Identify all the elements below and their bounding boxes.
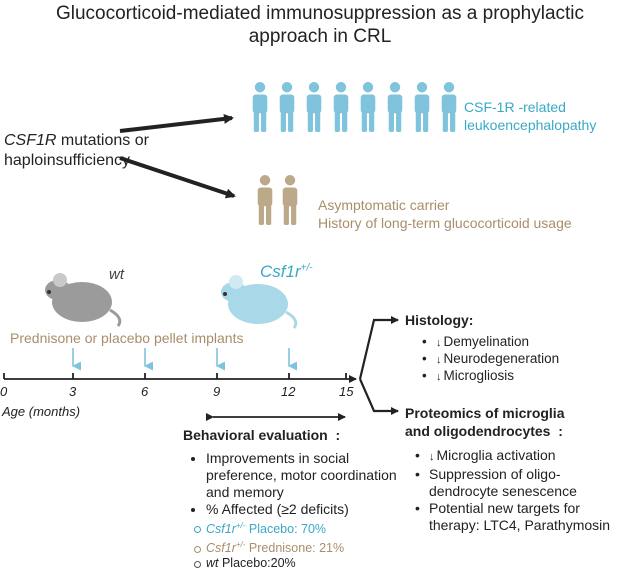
histology-item-1: ↓Demyelination: [422, 334, 559, 351]
proteomics-item-2: Suppression of oligo-dendrocyte senescen…: [415, 466, 615, 500]
branch-arrows: [358, 316, 399, 415]
carrier-label-line2: History of long-term glucocorticoid usag…: [318, 215, 572, 231]
affected-label: CSF-1R -related leukoencephalopathy: [464, 98, 596, 134]
tick-3: 3: [69, 384, 77, 399]
csf1r-mouse-icon: [221, 275, 298, 329]
arrow-to-affected: [119, 113, 234, 133]
carrier-label-line1: Asymptomatic carrier: [318, 197, 450, 213]
behavior-sub-3: wt Placebo:20%: [194, 556, 400, 571]
behavior-heading-text: Behavioral evaluation: [183, 427, 328, 443]
proteomics-item-3: Potential new targets for therapy: LTC4,…: [415, 500, 615, 534]
behavior-sub-1-sup: +/-: [235, 521, 246, 530]
histology-item-2-text: Neurodegeneration: [443, 351, 560, 366]
behavior-list: Improvements in social preference, motor…: [190, 450, 400, 571]
affected-label-line1: CSF-1R -related: [464, 99, 566, 115]
behavior-sub-1-gene: Csf1r: [206, 522, 236, 537]
diagram-title-line2: approach in CRL: [248, 26, 392, 47]
wt-label: wt: [109, 266, 124, 283]
down-arrow-icon: ↓: [436, 337, 442, 349]
behavior-item-1: Improvements in social preference, motor…: [206, 450, 400, 501]
axis-label: Age (months): [2, 404, 81, 419]
proteomics-item-1: ↓Microglia activation: [415, 447, 615, 466]
behavior-sub-2-rest: Prednisone: 21%: [245, 541, 345, 556]
behavior-sub-2: Csf1r+/- Prednisone: 21%: [194, 537, 400, 556]
implant-text: Prednisone or placebo pellet implants: [10, 330, 244, 346]
gene-name: CSF1R: [4, 132, 57, 149]
affected-label-line2: leukoencephalopathy: [464, 117, 597, 133]
behavior-heading: Behavioral evaluation :: [183, 427, 340, 443]
behavior-sub-1-rest: Placebo: 70%: [245, 522, 327, 537]
diagram-title-line1: Glucocorticoid-mediated immunosuppressio…: [55, 3, 585, 24]
arrow-to-carrier: [119, 156, 236, 199]
tick-12: 12: [281, 384, 296, 399]
down-arrow-icon: ↓: [436, 354, 442, 366]
histology-list: ↓Demyelination ↓Neurodegeneration ↓Micro…: [422, 334, 559, 385]
csf1r-label: Csf1r+/-: [260, 262, 313, 282]
proteomics-heading-line2: and oligodendrocytes: [405, 423, 551, 439]
behavior-sub-3-rest: Placebo:20%: [218, 556, 296, 571]
proteomics-heading: Proteomics of microglia and oligodendroc…: [405, 404, 564, 440]
diagram-graphics: [3, 82, 457, 421]
behavior-sub-2-sup: +/-: [235, 540, 246, 550]
tick-9: 9: [213, 384, 221, 399]
carrier-people-icons: [257, 175, 298, 225]
csf1r-label-sup: +/-: [300, 262, 313, 274]
source-text: CSF1R mutations or haploinsufficiency: [4, 131, 149, 171]
carrier-label: Asymptomatic carrier History of long-ter…: [318, 196, 572, 232]
down-arrow-icon: ↓: [436, 371, 442, 383]
behavior-sub-3-gene: wt: [206, 556, 219, 571]
proteomics-list: ↓Microglia activation Suppression of oli…: [415, 447, 615, 534]
proteomics-heading-line1: Proteomics of microglia: [405, 405, 565, 421]
behavior-item-2: % Affected (≥2 deficits): [206, 501, 400, 518]
behavior-heading-colon: :: [335, 427, 341, 443]
affected-people-icons: [252, 82, 457, 132]
behavior-sub-2-gene: Csf1r: [206, 541, 236, 556]
histology-item-3: ↓Microgliosis: [422, 368, 559, 385]
wt-mouse-icon: [45, 273, 122, 327]
tick-6: 6: [141, 384, 149, 399]
tick-15: 15: [339, 384, 354, 399]
proteomics-heading-colon: :: [558, 423, 563, 439]
timeline-axis: [3, 373, 357, 383]
histology-item-2: ↓Neurodegeneration: [422, 351, 559, 368]
source-line1-rest: mutations or: [56, 132, 149, 149]
source-line2: haploinsufficiency: [4, 152, 131, 169]
down-arrow-icon: ↓: [429, 451, 435, 463]
histology-heading: Histology:: [405, 312, 474, 328]
behavior-sub-1: Csf1r+/- Placebo: 70%: [194, 518, 400, 537]
csf1r-label-gene: Csf1r: [260, 262, 301, 281]
histology-item-1-text: Demyelination: [443, 334, 530, 349]
implant-arrows: [72, 348, 297, 371]
proteomics-item-1-text: Microglia activation: [436, 447, 556, 463]
tick-0: 0: [0, 384, 8, 399]
histology-item-3-text: Microgliosis: [443, 368, 515, 383]
